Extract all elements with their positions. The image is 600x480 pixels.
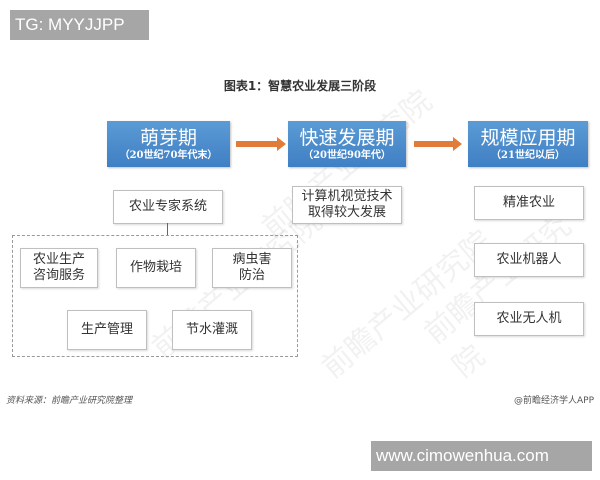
expert-system-group — [12, 235, 298, 357]
box-production-management: 生产管理 — [67, 310, 147, 350]
box-agricultural-robot: 农业机器人 — [474, 243, 584, 277]
arrow-right-icon — [414, 137, 462, 151]
connector-line — [167, 223, 168, 235]
box-agricultural-drone: 农业无人机 — [474, 302, 584, 336]
credit-note: @前瞻经济学人APP — [513, 396, 594, 406]
phase-name: 规模应用期 — [480, 126, 576, 149]
phase-large-scale-application: 规模应用期 （21世纪以后） — [468, 121, 588, 167]
box-pest-control: 病虫害 防治 — [212, 248, 292, 288]
box-water-irrigation: 节水灌溉 — [172, 310, 252, 350]
source-note: 资料来源：前瞻产业研究院整理 — [6, 396, 133, 406]
box-cultivation: 作物栽培 — [116, 248, 196, 288]
phase-name: 快速发展期 — [299, 126, 395, 149]
box-expert-system: 农业专家系统 — [113, 190, 223, 224]
box-consulting: 农业生产 咨询服务 — [20, 248, 98, 288]
phase-germination: 萌芽期 （20世纪70年代末） — [107, 121, 230, 167]
phase-period: （20世纪90年代） — [303, 149, 391, 161]
watermark: 前瞻产业研究院 — [417, 208, 579, 385]
box-computer-vision: 计算机视觉技术 取得较大发展 — [292, 186, 402, 224]
box-precision-agriculture: 精准农业 — [474, 186, 584, 220]
phase-name: 萌芽期 — [139, 126, 197, 149]
phase-period: （20世纪70年代末） — [119, 149, 218, 161]
figure-title: 图表1：智慧农业发展三阶段 — [223, 79, 377, 93]
overlay-tag-top: TG: MYYJJPP — [10, 10, 149, 40]
overlay-tag-bottom: www.cimowenhua.com — [371, 441, 592, 471]
phase-period: （21世纪以后） — [491, 149, 565, 161]
phase-rapid-development: 快速发展期 （20世纪90年代） — [288, 121, 406, 167]
arrow-right-icon — [236, 137, 286, 151]
